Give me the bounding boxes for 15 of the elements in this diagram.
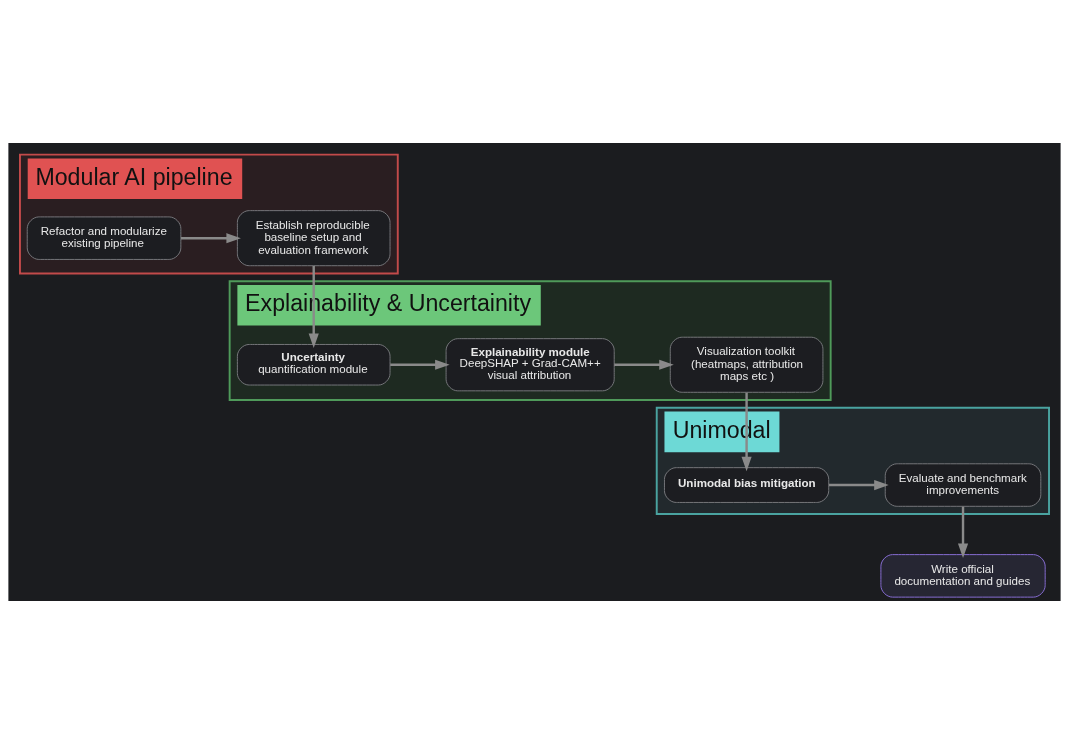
arrow xyxy=(308,265,319,348)
arrow xyxy=(957,506,969,558)
node-box: Write official documentation and guides xyxy=(880,553,1046,598)
arrow xyxy=(390,359,450,370)
node-box: Refactor and modularize existing pipeline xyxy=(26,215,182,260)
node-box: Explainability module DeepSHAP + Grad-CAM++ visual attribution xyxy=(445,337,615,391)
node-box: Uncertainty quantification module xyxy=(236,343,391,386)
node-box: Unimodal bias mitigation xyxy=(663,466,830,503)
arrow xyxy=(829,479,889,490)
node-box: Establish reproducible baseline setup and evaluation framework xyxy=(236,209,391,266)
arrow xyxy=(181,232,241,243)
node-box: Evaluate and benchmark improvements xyxy=(884,462,1042,507)
arrow xyxy=(614,359,674,370)
arrow xyxy=(741,392,752,471)
node-box: Visualization toolkit (heatmaps, attribution maps etc ) xyxy=(669,336,824,393)
